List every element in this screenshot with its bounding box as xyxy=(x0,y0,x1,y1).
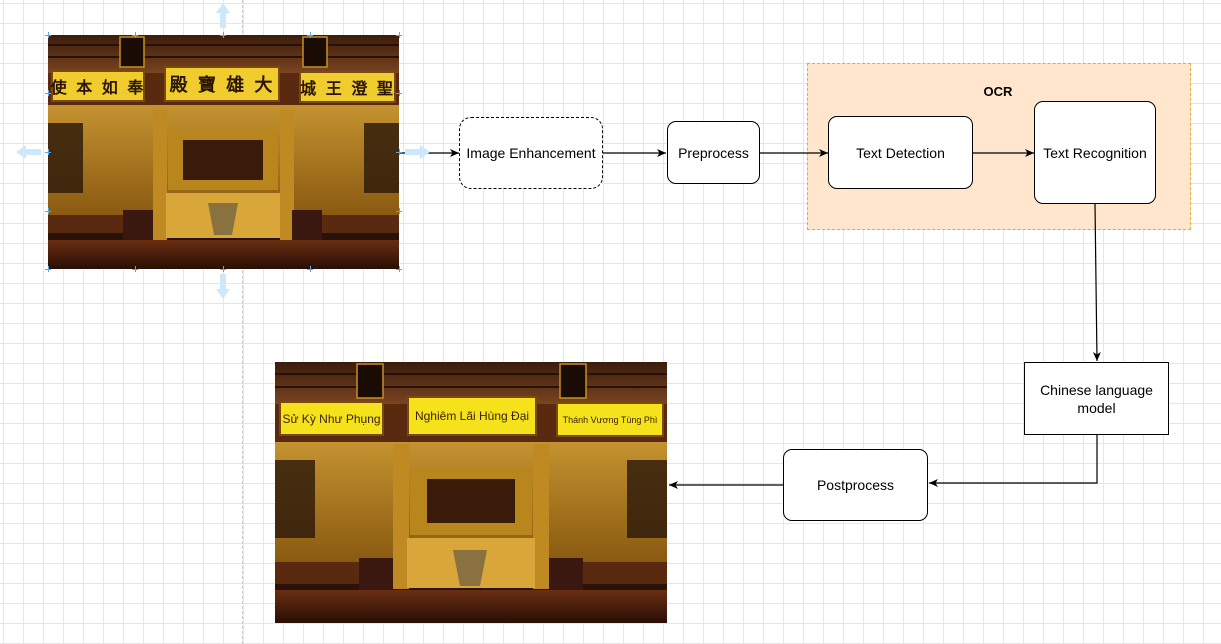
output-temple-image[interactable]: Sử Kỳ Như Phụng Nghiêm Lãi Hùng Đại Thán… xyxy=(275,362,667,623)
resize-handle-left[interactable] xyxy=(45,149,51,155)
resize-handle-bottom-right[interactable] xyxy=(396,266,402,272)
vertical-guide-line xyxy=(242,0,243,644)
edge-recognition-to-language-model xyxy=(1092,203,1101,362)
input-sign-right: 城 王 澄 聖 xyxy=(300,79,395,98)
output-sign-center: Nghiêm Lãi Hùng Đại xyxy=(414,409,530,423)
connection-point[interactable] xyxy=(132,266,138,272)
chinese-language-model-label: Chinese language model xyxy=(1040,381,1153,416)
connection-point[interactable] xyxy=(45,90,51,96)
text-recognition-label: Text Recognition xyxy=(1043,144,1147,161)
connection-point[interactable] xyxy=(45,208,51,214)
resize-handle-top-left[interactable] xyxy=(45,32,51,38)
chinese-language-model-node[interactable]: Chinese language model xyxy=(1024,362,1169,435)
postprocess-label: Postprocess xyxy=(816,477,895,493)
connection-point[interactable] xyxy=(307,32,313,38)
postprocess-node[interactable]: Postprocess xyxy=(783,449,928,521)
resize-handle-top[interactable] xyxy=(220,32,226,38)
text-detection-label: Text Detection xyxy=(856,144,945,161)
text-recognition-node[interactable]: Text Recognition xyxy=(1034,101,1156,204)
resize-handle-bottom[interactable] xyxy=(220,266,226,272)
connection-point[interactable] xyxy=(396,208,402,214)
output-sign-left: Sử Kỳ Như Phụng xyxy=(282,411,381,426)
edge-language-model-to-postprocess xyxy=(929,435,1098,487)
text-detection-node[interactable]: Text Detection xyxy=(828,116,973,189)
image-enhancement-label: Image Enhancement xyxy=(466,145,596,161)
input-temple-illustration xyxy=(48,35,399,269)
preprocess-node[interactable]: Preprocess xyxy=(667,121,760,184)
image-enhancement-node[interactable]: Image Enhancement xyxy=(459,117,603,189)
connection-point[interactable] xyxy=(396,90,402,96)
input-sign-left: 使 本 如 奉 xyxy=(50,78,146,97)
connection-point[interactable] xyxy=(132,32,138,38)
resize-handle-top-right[interactable] xyxy=(396,32,402,38)
resize-handle-bottom-left[interactable] xyxy=(45,266,51,272)
connection-point[interactable] xyxy=(307,266,313,272)
input-temple-image[interactable]: 使 本 如 奉 殿 寶 雄 大 城 王 澄 聖 xyxy=(48,35,399,269)
resize-handle-right[interactable] xyxy=(396,149,402,155)
input-sign-center: 殿 寶 雄 大 xyxy=(169,75,275,96)
output-sign-right: Thánh Vương Tùng Phì xyxy=(562,414,658,425)
ocr-group-title: OCR xyxy=(983,84,1013,99)
preprocess-label: Preprocess xyxy=(678,144,749,161)
selection-arrows xyxy=(16,3,430,299)
output-temple-illustration xyxy=(275,362,667,623)
